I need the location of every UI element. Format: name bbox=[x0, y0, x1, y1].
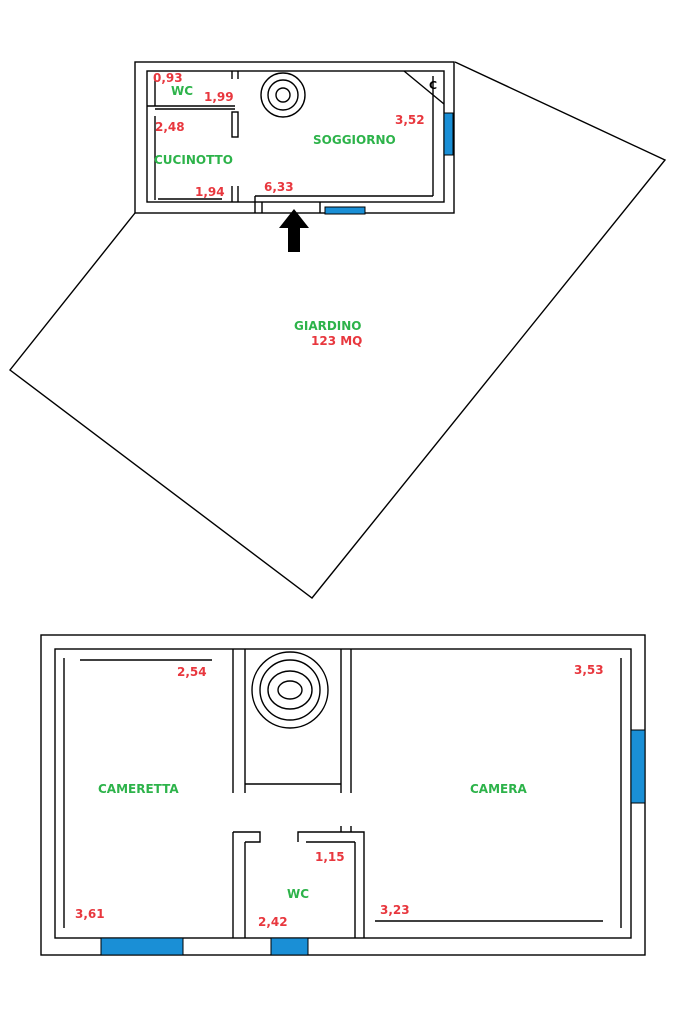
window-east bbox=[443, 112, 454, 156]
dim-cucinotto-length: 1,94 bbox=[195, 185, 225, 199]
dim-cameretta-top: 2,54 bbox=[177, 665, 207, 679]
garden-boundary bbox=[9, 61, 667, 599]
label-closet: C bbox=[429, 79, 437, 92]
label-cameretta: CAMERETTA bbox=[98, 782, 179, 796]
label-wc-upper: WC bbox=[287, 887, 309, 901]
dim-wc-upper-width: 1,15 bbox=[315, 850, 345, 864]
spiral-stair-icon bbox=[251, 651, 329, 729]
dim-cucinotto-width: 2,48 bbox=[155, 120, 185, 134]
window-upper-east bbox=[630, 729, 646, 804]
wc-up-door-jamb-left bbox=[233, 831, 261, 843]
window-south bbox=[324, 206, 366, 215]
dim-soggiorno-length: 6,33 bbox=[264, 180, 294, 194]
label-giardino: GIARDINO bbox=[294, 319, 362, 333]
ground-floor: WC CUCINOTTO SOGGIORNO C GIARDINO 123 MQ… bbox=[9, 61, 667, 599]
closet-diagonal bbox=[403, 70, 445, 105]
dim-wc-width: 0,93 bbox=[153, 71, 183, 85]
label-camera: CAMERA bbox=[470, 782, 527, 796]
window-upper-south-1 bbox=[100, 937, 184, 956]
dim-wc-upper-length: 2,42 bbox=[258, 915, 288, 929]
dim-soggiorno-width: 3,52 bbox=[395, 113, 425, 127]
dim-wc-length: 1,99 bbox=[204, 90, 234, 104]
dim-cameretta-side: 3,61 bbox=[75, 907, 105, 921]
spiral-stair-icon bbox=[260, 72, 306, 118]
window-upper-south-2 bbox=[270, 937, 309, 956]
upper-floor: CAMERETTA CAMERA WC 2,54 3,61 3,53 3,23 … bbox=[40, 634, 646, 956]
kitchen-partition-upper bbox=[231, 111, 239, 138]
dim-camera-side: 3,53 bbox=[574, 663, 604, 677]
label-garden-area: 123 MQ bbox=[311, 334, 362, 348]
label-soggiorno: SOGGIORNO bbox=[313, 133, 396, 147]
arrow-up-icon bbox=[279, 209, 309, 252]
label-wc: WC bbox=[171, 84, 193, 98]
wc-up-door-jamb-right bbox=[297, 831, 365, 938]
label-cucinotto: CUCINOTTO bbox=[154, 153, 233, 167]
dim-camera-bottom: 3,23 bbox=[380, 903, 410, 917]
